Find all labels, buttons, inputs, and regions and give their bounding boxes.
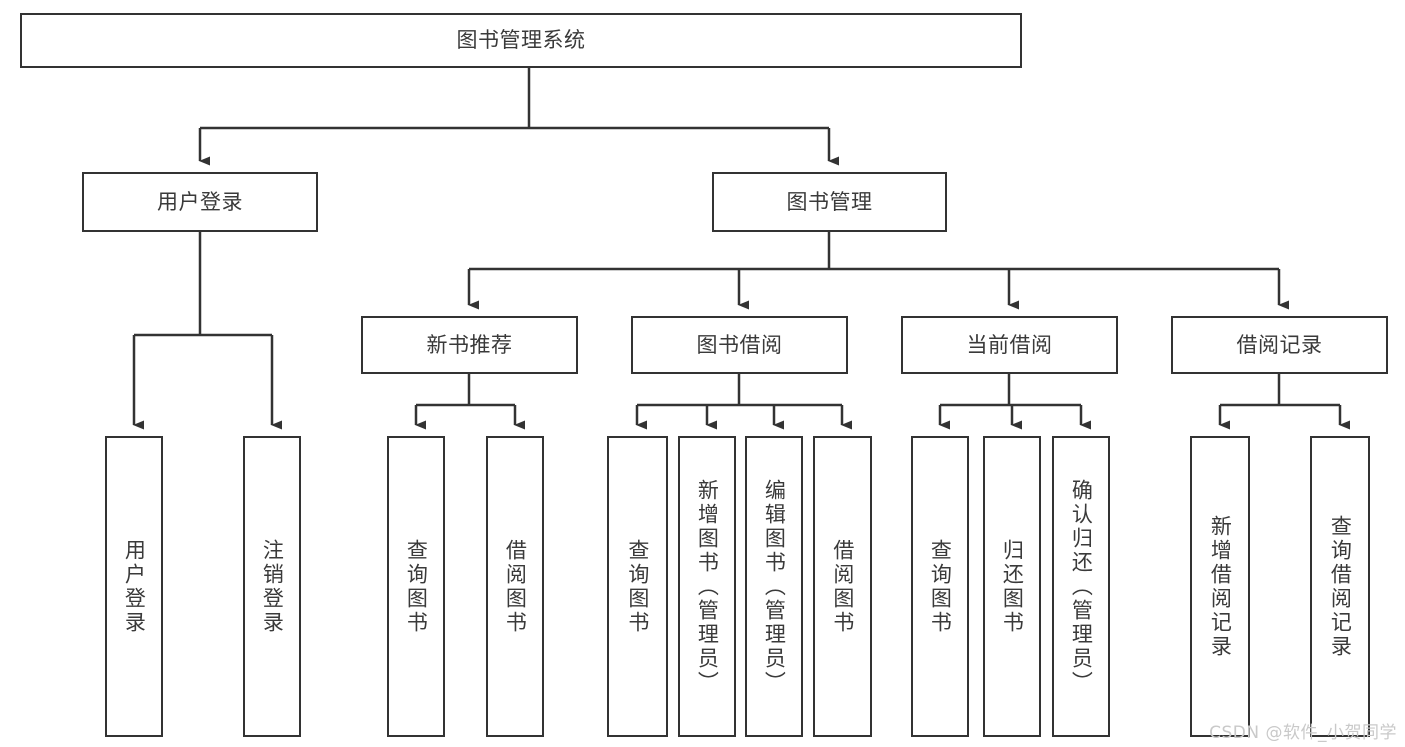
node-label-leaf_borrow_book_2: 借阅图书: [830, 538, 855, 635]
node-label-leaf_query_book_1: 查询图书: [404, 538, 429, 635]
node-leaf_return_book[interactable]: 归还图书: [983, 436, 1041, 737]
node-label-leaf_query_book_2: 查询图书: [625, 538, 650, 635]
node-label-borrow_record: 借阅记录: [1236, 332, 1323, 357]
node-leaf_query_book_3[interactable]: 查询图书: [911, 436, 969, 737]
node-label-leaf_query_record: 查询借阅记录: [1328, 514, 1353, 659]
node-label-current_borrow: 当前借阅: [966, 332, 1053, 357]
node-leaf_query_book_1[interactable]: 查询图书: [387, 436, 445, 737]
node-leaf_query_book_2[interactable]: 查询图书: [607, 436, 668, 737]
node-leaf_user_login[interactable]: 用户登录: [105, 436, 163, 737]
node-leaf_edit_book[interactable]: 编辑图书（管理员）: [745, 436, 803, 737]
node-user_login[interactable]: 用户登录: [82, 172, 318, 232]
node-label-book_manage: 图书管理: [786, 189, 873, 214]
node-label-root: 图书管理系统: [456, 28, 586, 53]
node-label-leaf_edit_book: 编辑图书（管理员）: [762, 478, 787, 695]
node-label-leaf_return_book: 归还图书: [1000, 538, 1025, 635]
node-leaf_borrow_book_1[interactable]: 借阅图书: [486, 436, 544, 737]
node-current_borrow[interactable]: 当前借阅: [901, 316, 1118, 374]
node-label-book_borrow: 图书借阅: [696, 332, 783, 357]
node-leaf_add_book[interactable]: 新增图书（管理员）: [678, 436, 736, 737]
node-label-leaf_confirm_return: 确认归还（管理员）: [1069, 478, 1094, 695]
node-leaf_logout[interactable]: 注销登录: [243, 436, 301, 737]
node-leaf_borrow_book_2[interactable]: 借阅图书: [813, 436, 872, 737]
node-label-user_login: 用户登录: [157, 189, 243, 214]
node-label-new_book_rec: 新书推荐: [426, 332, 513, 357]
node-label-leaf_add_record: 新增借阅记录: [1208, 514, 1233, 659]
node-label-leaf_add_book: 新增图书（管理员）: [695, 478, 720, 695]
node-book_borrow[interactable]: 图书借阅: [631, 316, 848, 374]
node-book_manage[interactable]: 图书管理: [712, 172, 947, 232]
node-borrow_record[interactable]: 借阅记录: [1171, 316, 1388, 374]
node-leaf_add_record[interactable]: 新增借阅记录: [1190, 436, 1250, 737]
node-leaf_query_record[interactable]: 查询借阅记录: [1310, 436, 1370, 737]
node-label-leaf_user_login: 用户登录: [122, 538, 147, 635]
node-new_book_rec[interactable]: 新书推荐: [361, 316, 578, 374]
node-label-leaf_logout: 注销登录: [260, 538, 285, 635]
node-label-leaf_query_book_3: 查询图书: [928, 538, 953, 635]
node-label-leaf_borrow_book_1: 借阅图书: [503, 538, 528, 635]
node-leaf_confirm_return[interactable]: 确认归还（管理员）: [1052, 436, 1110, 737]
node-root[interactable]: 图书管理系统: [20, 13, 1022, 68]
